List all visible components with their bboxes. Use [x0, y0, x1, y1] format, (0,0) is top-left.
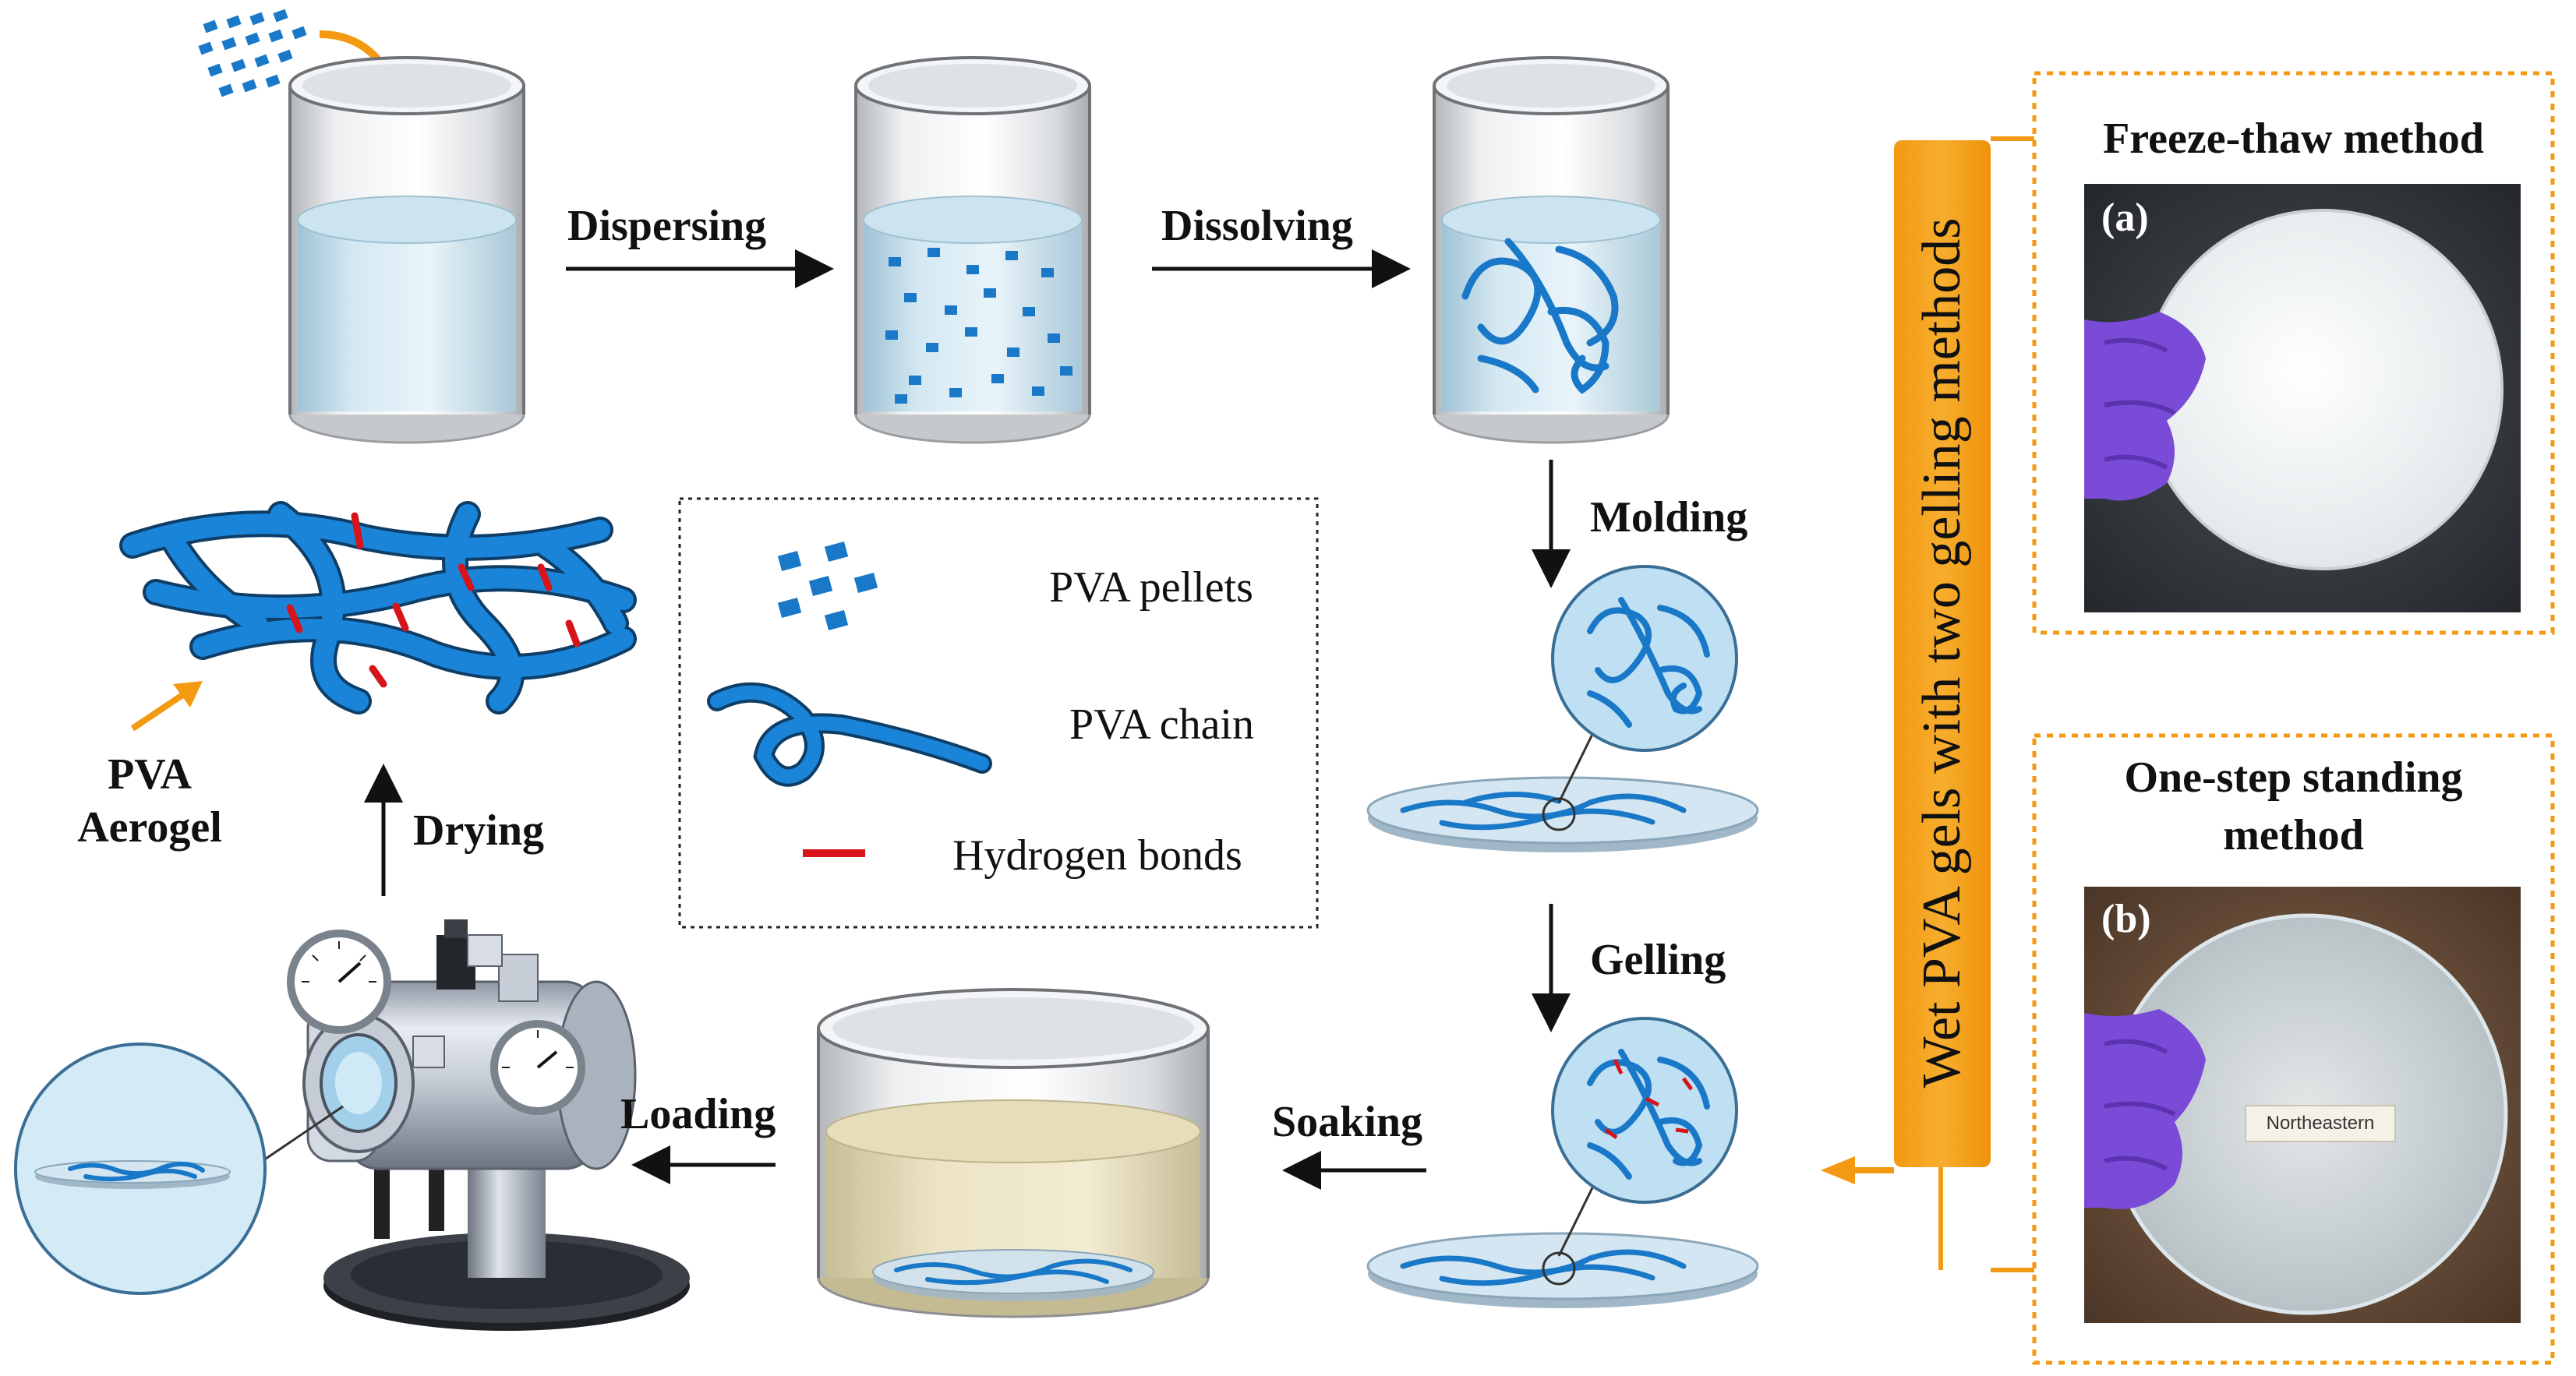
- legend-chain-label: PVA chain: [1069, 700, 1254, 749]
- legend-box: [678, 497, 1319, 929]
- panel-a-letter: (a): [2101, 196, 2149, 240]
- beaker-water: [288, 56, 525, 444]
- side-to-gel-arrowhead: [1821, 1156, 1855, 1184]
- beaker-dispersed: [854, 56, 1091, 444]
- falling-pellets: [198, 9, 307, 97]
- step-molding-label: Molding: [1590, 493, 1748, 542]
- legend-chain-icon: [707, 682, 992, 787]
- legend-pellets-label: PVA pellets: [1049, 563, 1253, 612]
- supercritical-dryer: [287, 919, 690, 1331]
- step-dissolving-label: Dissolving: [1161, 202, 1353, 250]
- product-label-line1: PVA: [108, 750, 192, 799]
- legend-pellets-icon: [777, 541, 878, 631]
- panel-b-letter: (b): [2101, 897, 2151, 941]
- side-label-bar: [1894, 140, 1991, 1167]
- step-drying-label: Drying: [413, 806, 544, 855]
- side-connectors: [1938, 136, 2034, 1272]
- gelled-disc: [1366, 1017, 1759, 1308]
- panel-b-sample-sticker: Northeastern: [2245, 1105, 2396, 1142]
- panel-a-frame: [2032, 71, 2555, 635]
- step-soaking-label: Soaking: [1272, 1098, 1422, 1146]
- panel-a-title: Freeze-thaw method: [2103, 115, 2484, 163]
- beaker-dissolved: [1433, 56, 1670, 444]
- dryer-sample-magnifier: [14, 1043, 344, 1295]
- aerogel-pointer-arrowhead: [173, 681, 203, 707]
- side-label-text: Wet PVA gels with two gelling methods: [1912, 217, 1972, 1088]
- soaking-container: [817, 988, 1210, 1318]
- panel-b-title-line2: method: [2223, 811, 2364, 859]
- panel-b-title-line1: One-step standing: [2124, 753, 2463, 802]
- step-loading-label: Loading: [620, 1090, 776, 1138]
- pva-aerogel-network: [119, 501, 637, 714]
- product-label-line2: Aerogel: [77, 803, 222, 852]
- aerogel-pointer-arrow: [130, 689, 189, 732]
- step-dispersing-label: Dispersing: [567, 202, 767, 250]
- step-gelling-label: Gelling: [1590, 936, 1726, 984]
- panel-a-photo: [2084, 184, 2521, 612]
- legend-hbond-label: Hydrogen bonds: [952, 831, 1242, 880]
- molded-disc: [1366, 565, 1759, 852]
